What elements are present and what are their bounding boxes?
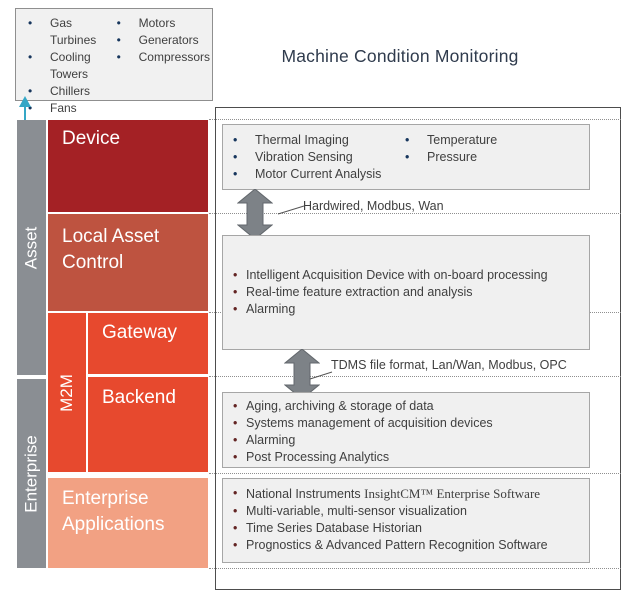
bullet-icon — [233, 432, 246, 449]
bullet-icon — [233, 520, 246, 537]
bullet-icon — [233, 537, 246, 554]
backend-panel: Aging, archiving & storage of data Syste… — [222, 392, 590, 468]
bullet-icon — [233, 132, 255, 149]
dotted-separator — [209, 568, 621, 569]
bullet-icon — [233, 284, 246, 301]
list-item: Multi-variable, multi-sensor visualizati… — [233, 503, 579, 520]
list-item: Aging, archiving & storage of data — [233, 398, 579, 415]
asset-types-column-2: Motors Generators Compressors — [117, 15, 210, 100]
list-item: Vibration Sensing — [233, 149, 405, 166]
dotted-separator — [209, 376, 621, 377]
list-item: Generators — [117, 32, 210, 49]
sensing-column-2: Temperature Pressure — [405, 132, 585, 189]
block-enterprise-applications: Enterprise Applications — [48, 478, 208, 568]
asset-types-column-1: Gas Turbines Cooling Towers Chillers Fan… — [28, 15, 117, 115]
layer-bar-asset: Asset — [17, 120, 46, 375]
list-item: Compressors — [117, 49, 210, 66]
block-label: Gateway — [102, 322, 177, 343]
list-item: Motors — [117, 15, 210, 32]
bullet-icon — [28, 49, 50, 83]
list-item: Intelligent Acquisition Device with on-b… — [233, 267, 579, 284]
list-item: Alarming — [233, 432, 579, 449]
list-item: Pressure — [405, 149, 585, 166]
list-item: Motor Current Analysis — [233, 166, 405, 183]
double-arrow-icon — [284, 349, 320, 399]
list-item: Fans — [28, 100, 117, 117]
block-label: Local Asset Control — [62, 226, 160, 273]
block-label: Enterprise Applications — [62, 488, 165, 535]
block-label: Device — [62, 128, 121, 149]
bullet-icon — [405, 132, 427, 149]
bullet-icon — [117, 49, 139, 66]
layer-bar-label: Enterprise — [21, 434, 41, 513]
sensing-column-1: Thermal Imaging Vibration Sensing Motor … — [233, 132, 405, 189]
list-item: Systems management of acquisition device… — [233, 415, 579, 432]
double-arrow-icon — [237, 189, 273, 239]
bullet-icon — [233, 485, 246, 503]
block-label: Backend — [102, 387, 176, 408]
block-device: Device — [48, 120, 208, 212]
list-item: Alarming — [233, 301, 579, 318]
bullet-icon — [233, 449, 246, 466]
bullet-icon — [233, 503, 246, 520]
bullet-icon — [117, 32, 139, 49]
list-item: National Instruments InsightCM™ Enterpri… — [233, 485, 579, 503]
bullet-icon — [233, 166, 255, 183]
list-item: Cooling Towers — [28, 49, 117, 83]
block-label: M2M — [57, 373, 76, 412]
list-item: Temperature — [405, 132, 585, 149]
connector-label-device: Hardwired, Modbus, Wan — [303, 199, 444, 213]
bullet-icon — [233, 415, 246, 432]
list-item: Time Series Database Historian — [233, 520, 579, 537]
enterprise-software-panel: National Instruments InsightCM™ Enterpri… — [222, 478, 590, 563]
asset-types-panel: Gas Turbines Cooling Towers Chillers Fan… — [15, 8, 213, 115]
dotted-separator — [209, 473, 621, 474]
list-item: Thermal Imaging — [233, 132, 405, 149]
block-m2m: M2M — [48, 313, 86, 472]
callout-line — [309, 371, 333, 380]
block-backend: Backend — [88, 377, 208, 472]
bullet-icon — [233, 398, 246, 415]
bullet-icon — [28, 15, 50, 49]
connector-label-backend: TDMS file format, Lan/Wan, Modbus, OPC — [331, 358, 567, 372]
layer-bar-label: Asset — [21, 226, 41, 269]
list-item: Real-time feature extraction and analysi… — [233, 284, 579, 301]
bullet-icon — [233, 267, 246, 284]
callout-line — [277, 205, 305, 215]
block-gateway: Gateway — [88, 313, 208, 374]
layer-bar-enterprise: Enterprise — [17, 379, 46, 568]
bullet-icon — [405, 149, 427, 166]
page-title: Machine Condition Monitoring — [281, 46, 519, 66]
dotted-separator — [209, 119, 621, 120]
list-item: Gas Turbines — [28, 15, 117, 49]
bullet-icon — [117, 15, 139, 32]
block-local-asset-control: Local Asset Control — [48, 214, 208, 311]
list-item: Post Processing Analytics — [233, 449, 579, 466]
bullet-icon — [233, 301, 246, 318]
list-item: Prognostics & Advanced Pattern Recogniti… — [233, 537, 579, 554]
acquisition-panel: Intelligent Acquisition Device with on-b… — [222, 235, 590, 350]
bullet-icon — [233, 149, 255, 166]
list-item: Chillers — [28, 83, 117, 100]
device-sensing-panel: Thermal Imaging Vibration Sensing Motor … — [222, 124, 590, 190]
dotted-separator — [209, 213, 621, 214]
